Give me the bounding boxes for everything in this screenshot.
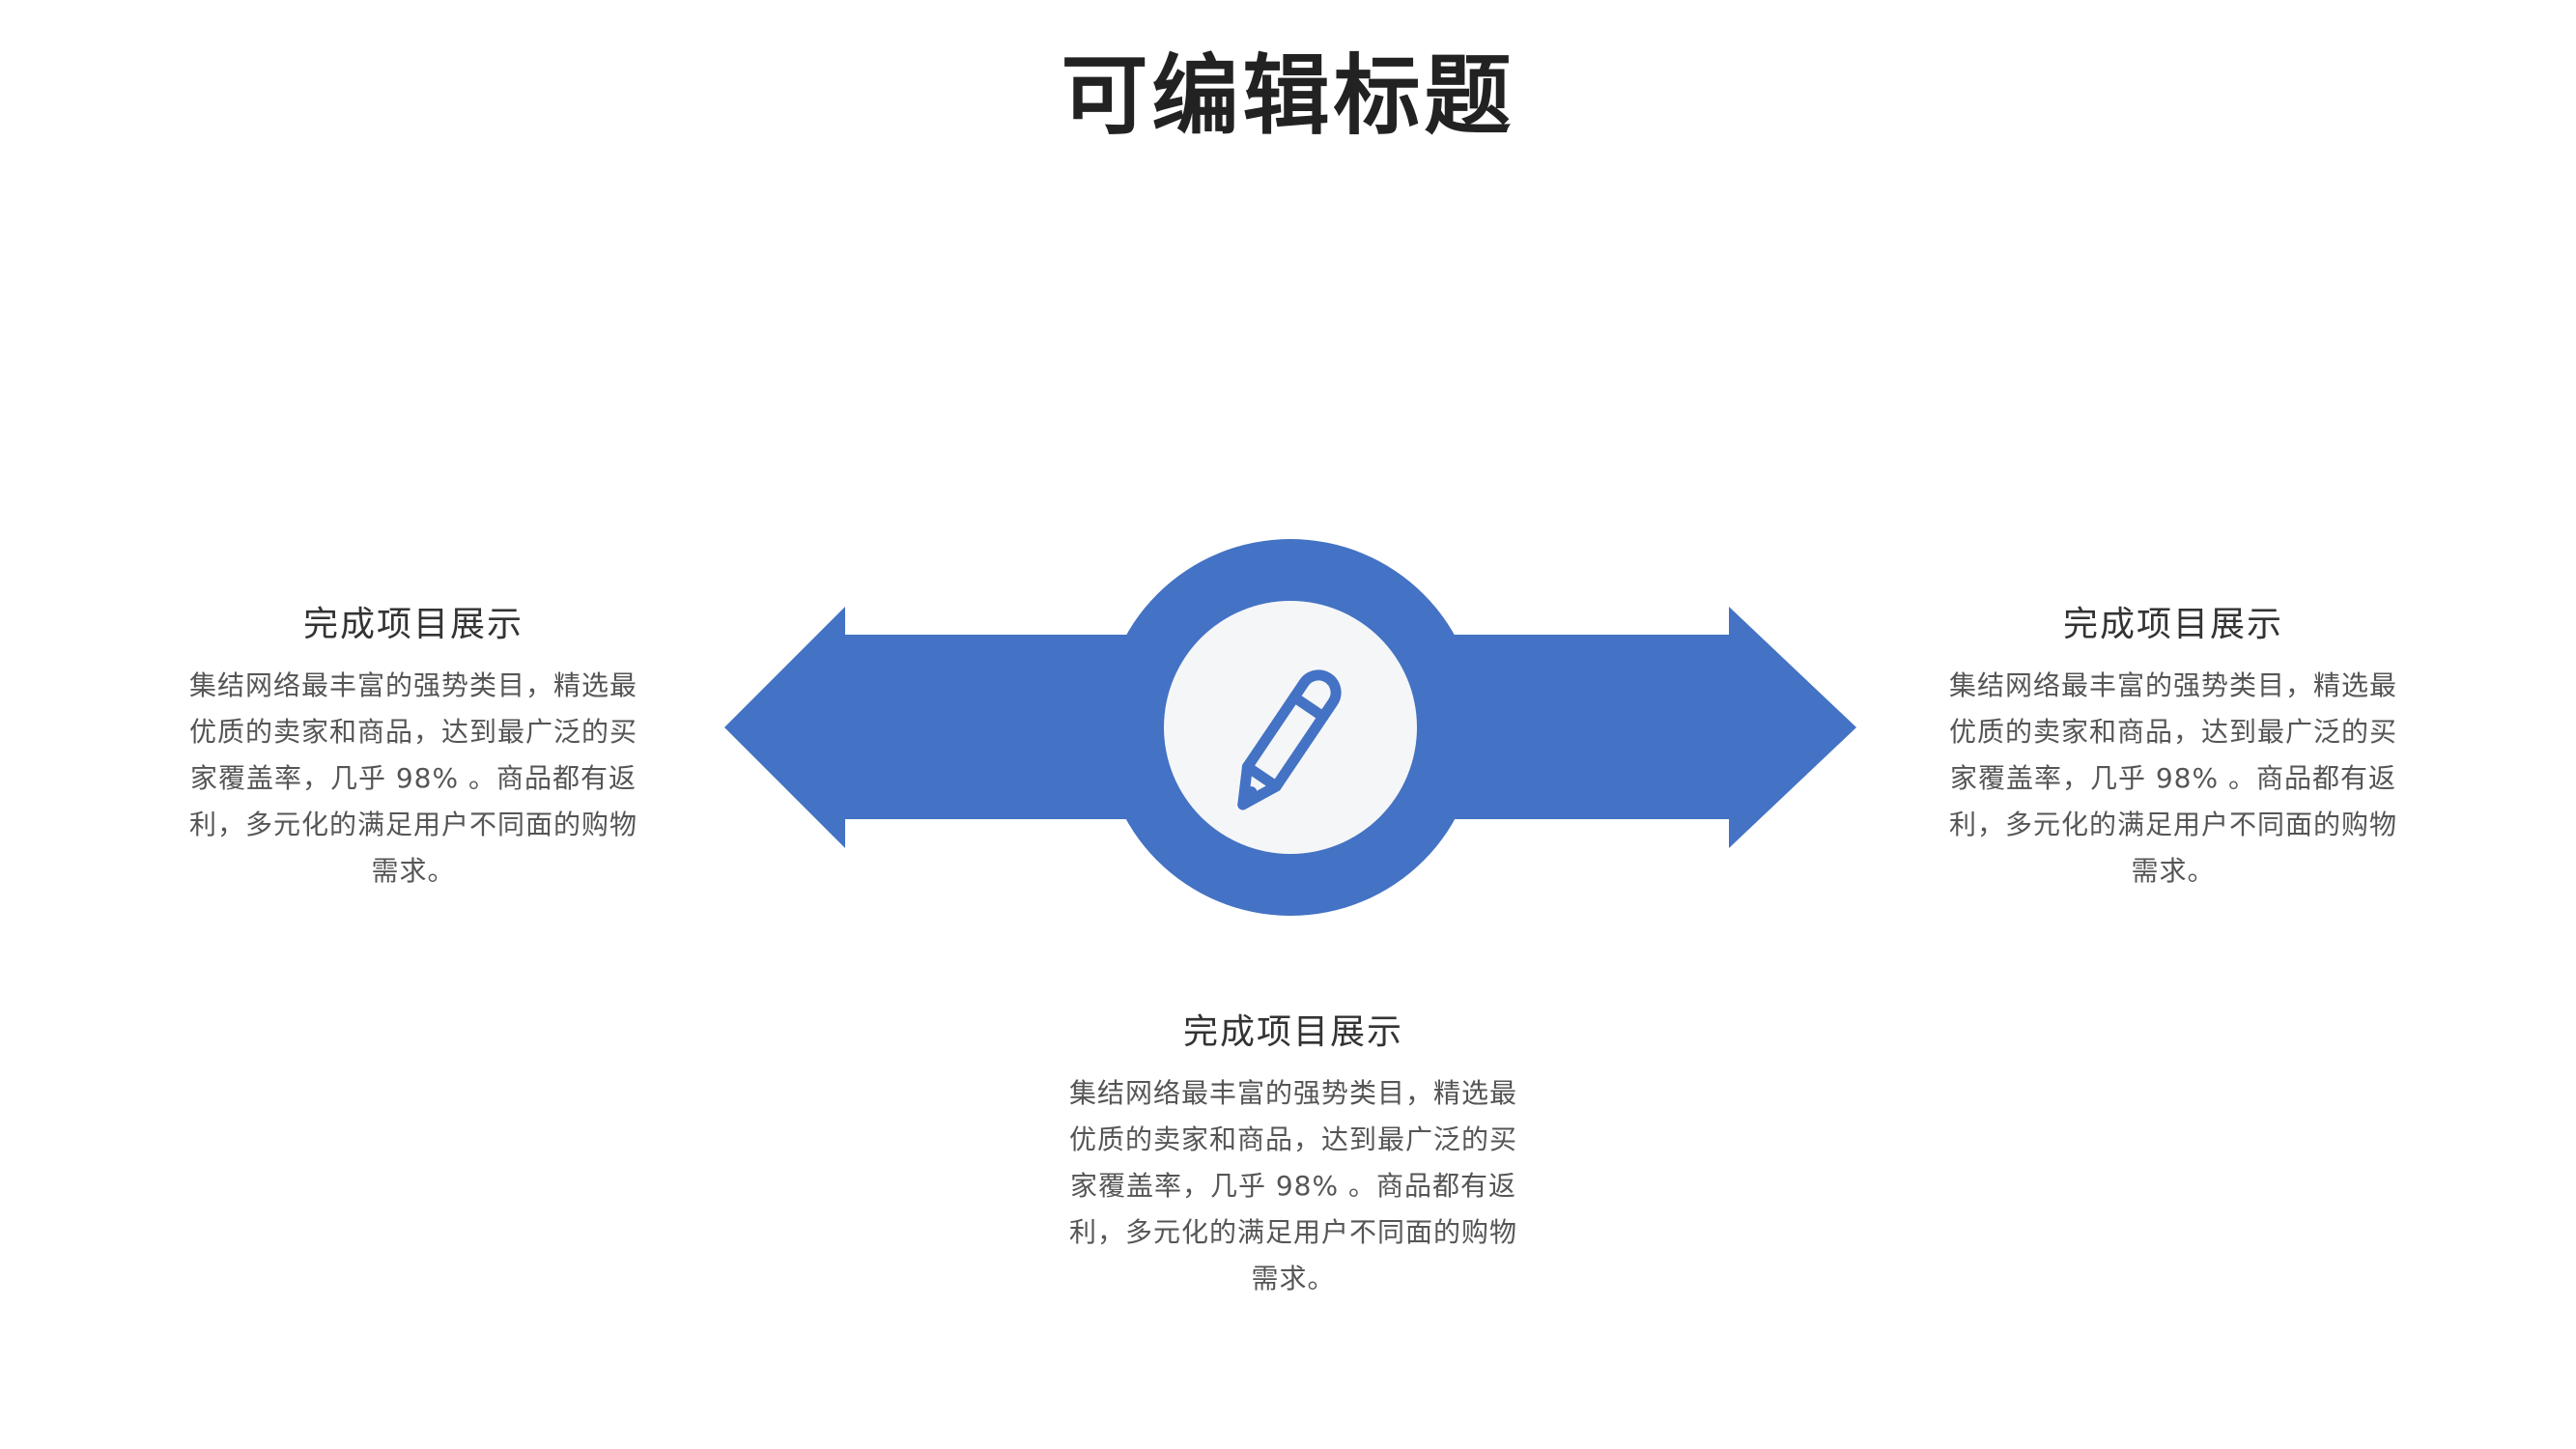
info-block-right: 完成项目展示 集结网络最丰富的强势类目，精选最优质的卖家和商品，达到最广泛的买家… [1932,601,2415,895]
block-body: 集结网络最丰富的强势类目，精选最优质的卖家和商品，达到最广泛的买家覆盖率，几乎 … [188,669,637,887]
block-body: 集结网络最丰富的强势类目，精选最优质的卖家和商品，达到最广泛的买家覆盖率，几乎 … [1948,669,2397,887]
block-body: 集结网络最丰富的强势类目，精选最优质的卖家和商品，达到最广泛的买家覆盖率，几乎 … [1068,1077,1517,1294]
block-heading: 完成项目展示 [302,605,524,644]
info-block-bottom: 完成项目展示 集结网络最丰富的强势类目，精选最优质的卖家和商品，达到最广泛的买家… [1052,1009,1535,1302]
block-heading: 完成项目展示 [1182,1012,1403,1052]
pencil-icon [1237,669,1342,810]
page-title: 可编辑标题 [1061,45,1515,147]
block-heading: 完成项目展示 [2062,605,2283,644]
info-block-left: 完成项目展示 集结网络最丰富的强势类目，精选最优质的卖家和商品，达到最广泛的买家… [172,601,655,895]
center-disc [1164,601,1417,854]
